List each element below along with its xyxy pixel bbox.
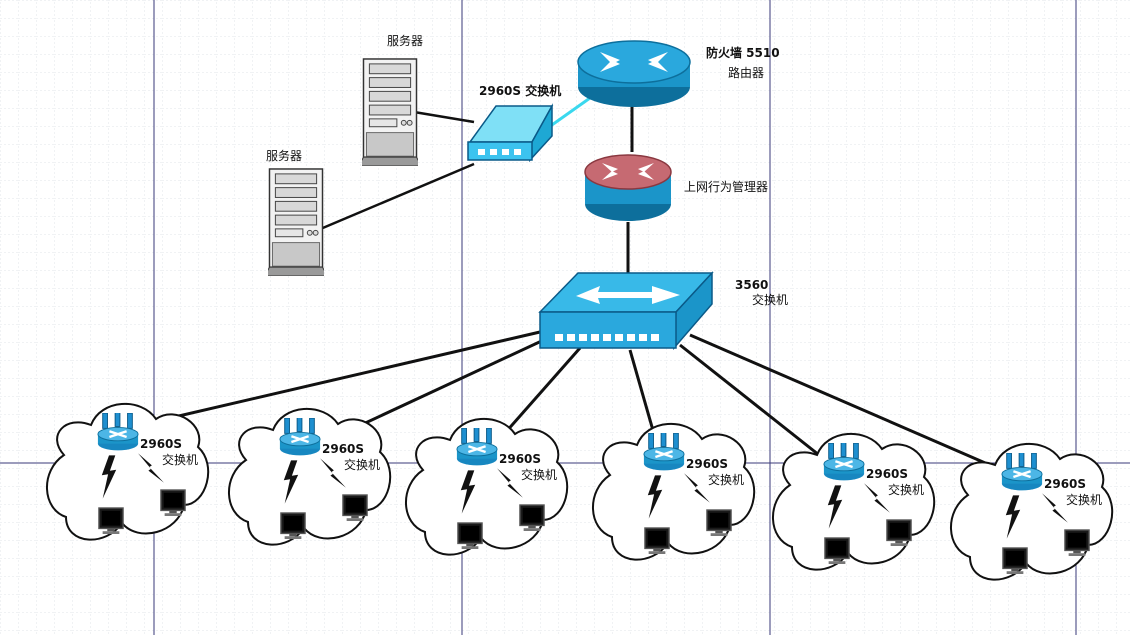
- cluster-switch-type: 交换机: [1066, 493, 1103, 507]
- switch-icon: [467, 103, 554, 163]
- cluster-switch-type: 交换机: [521, 468, 558, 482]
- cluster-switch-model: 2960S: [140, 437, 183, 451]
- core-switch-type-label: 交换机: [752, 293, 789, 307]
- firewall-model-label: 防火墙 5510: [706, 46, 780, 60]
- router-icon: [96, 413, 140, 452]
- cluster-switch-model: 2960S: [686, 457, 729, 471]
- cluster-switch-model: 2960S: [1044, 477, 1087, 491]
- cluster-cloud: [950, 443, 1114, 581]
- router-icon: [1000, 453, 1044, 492]
- cluster-cloud: [228, 408, 392, 546]
- router-icon: [822, 443, 866, 482]
- cluster-cloud: [592, 423, 756, 561]
- cluster-switch-model: 2960S: [322, 442, 365, 456]
- core-switch-model-label: 3560: [735, 278, 769, 292]
- cluster-switch-type: 交换机: [344, 458, 381, 472]
- router-icon: [278, 418, 322, 457]
- cluster-switch-model: 2960S: [499, 452, 542, 466]
- cluster-switch-type: 交换机: [888, 483, 925, 497]
- server-label-top: 服务器: [387, 34, 424, 48]
- server-icon: [362, 58, 418, 166]
- router-icon: [584, 154, 672, 221]
- firewall-type-label: 路由器: [728, 66, 765, 80]
- cluster-cloud: [772, 433, 936, 571]
- access-switch-label: 2960S 交换机: [479, 84, 562, 98]
- cluster-cloud: [405, 418, 569, 556]
- router-icon: [577, 40, 691, 107]
- router-icon: [455, 428, 499, 467]
- cluster-switch-type: 交换机: [708, 473, 745, 487]
- router-icon: [642, 433, 686, 472]
- server-label-left: 服务器: [266, 149, 303, 163]
- server-icon: [268, 168, 324, 276]
- switch-icon: [538, 271, 714, 351]
- cluster-cloud: [46, 403, 210, 541]
- cluster-switch-model: 2960S: [866, 467, 909, 481]
- cluster-switch-type: 交换机: [162, 453, 199, 467]
- behavior-manager-label: 上网行为管理器: [684, 180, 769, 194]
